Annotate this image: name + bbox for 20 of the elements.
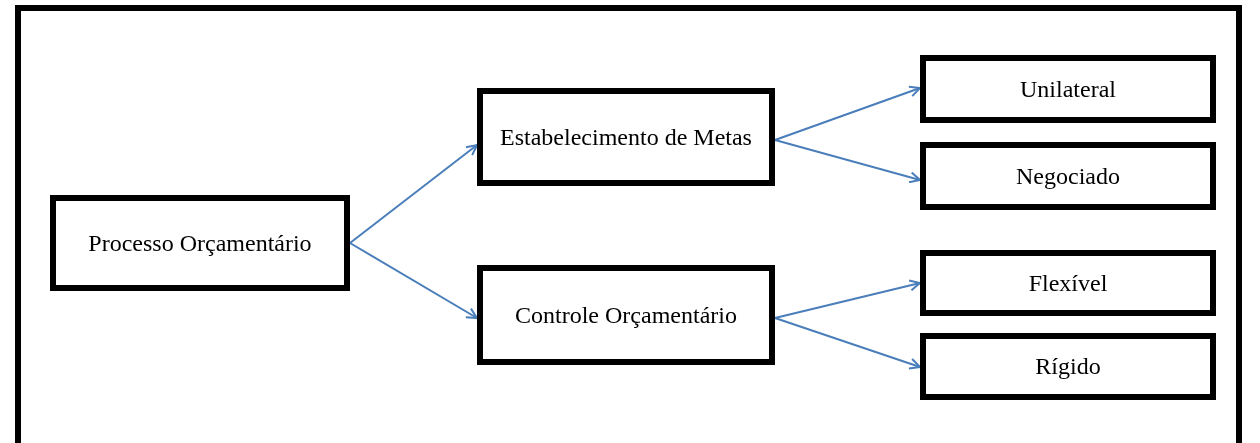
process-box (920, 250, 1216, 316)
process-box (920, 333, 1216, 400)
arrow (774, 139, 921, 184)
box-label: Controle Orçamentário (515, 300, 737, 330)
box-label: Processo Orçamentário (88, 228, 312, 258)
process-box (477, 88, 775, 186)
process-box (477, 265, 775, 365)
box-label: Negociado (1016, 161, 1120, 191)
process-box (50, 195, 350, 291)
box-label: Rígido (1035, 352, 1101, 382)
arrow (774, 317, 921, 370)
arrow (774, 85, 921, 141)
box-label: Estabelecimento de Metas (500, 122, 752, 152)
box-label: Unilateral (1020, 74, 1116, 104)
arrow (774, 279, 921, 319)
box-label: Flexível (1028, 268, 1108, 298)
process-box (920, 55, 1216, 123)
arrow (349, 242, 478, 319)
process-box (920, 142, 1216, 210)
arrow (349, 144, 478, 244)
